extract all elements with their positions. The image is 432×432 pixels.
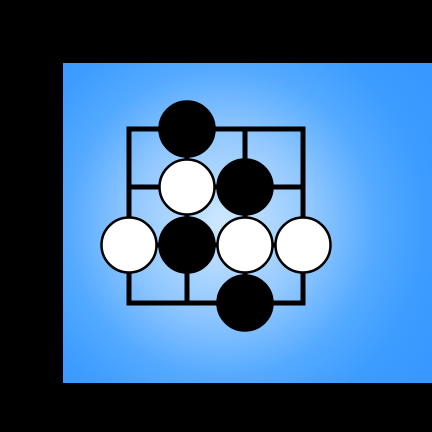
black-stone-d2: [216, 158, 274, 216]
black-stone-c3: [158, 216, 216, 274]
black-stone-c1: [158, 100, 216, 158]
white-stone-b3: [100, 216, 158, 274]
white-stone-d3: [216, 216, 274, 274]
white-stone-e3: [274, 216, 332, 274]
black-stone-d4: [216, 274, 274, 332]
white-stone-c2: [158, 158, 216, 216]
